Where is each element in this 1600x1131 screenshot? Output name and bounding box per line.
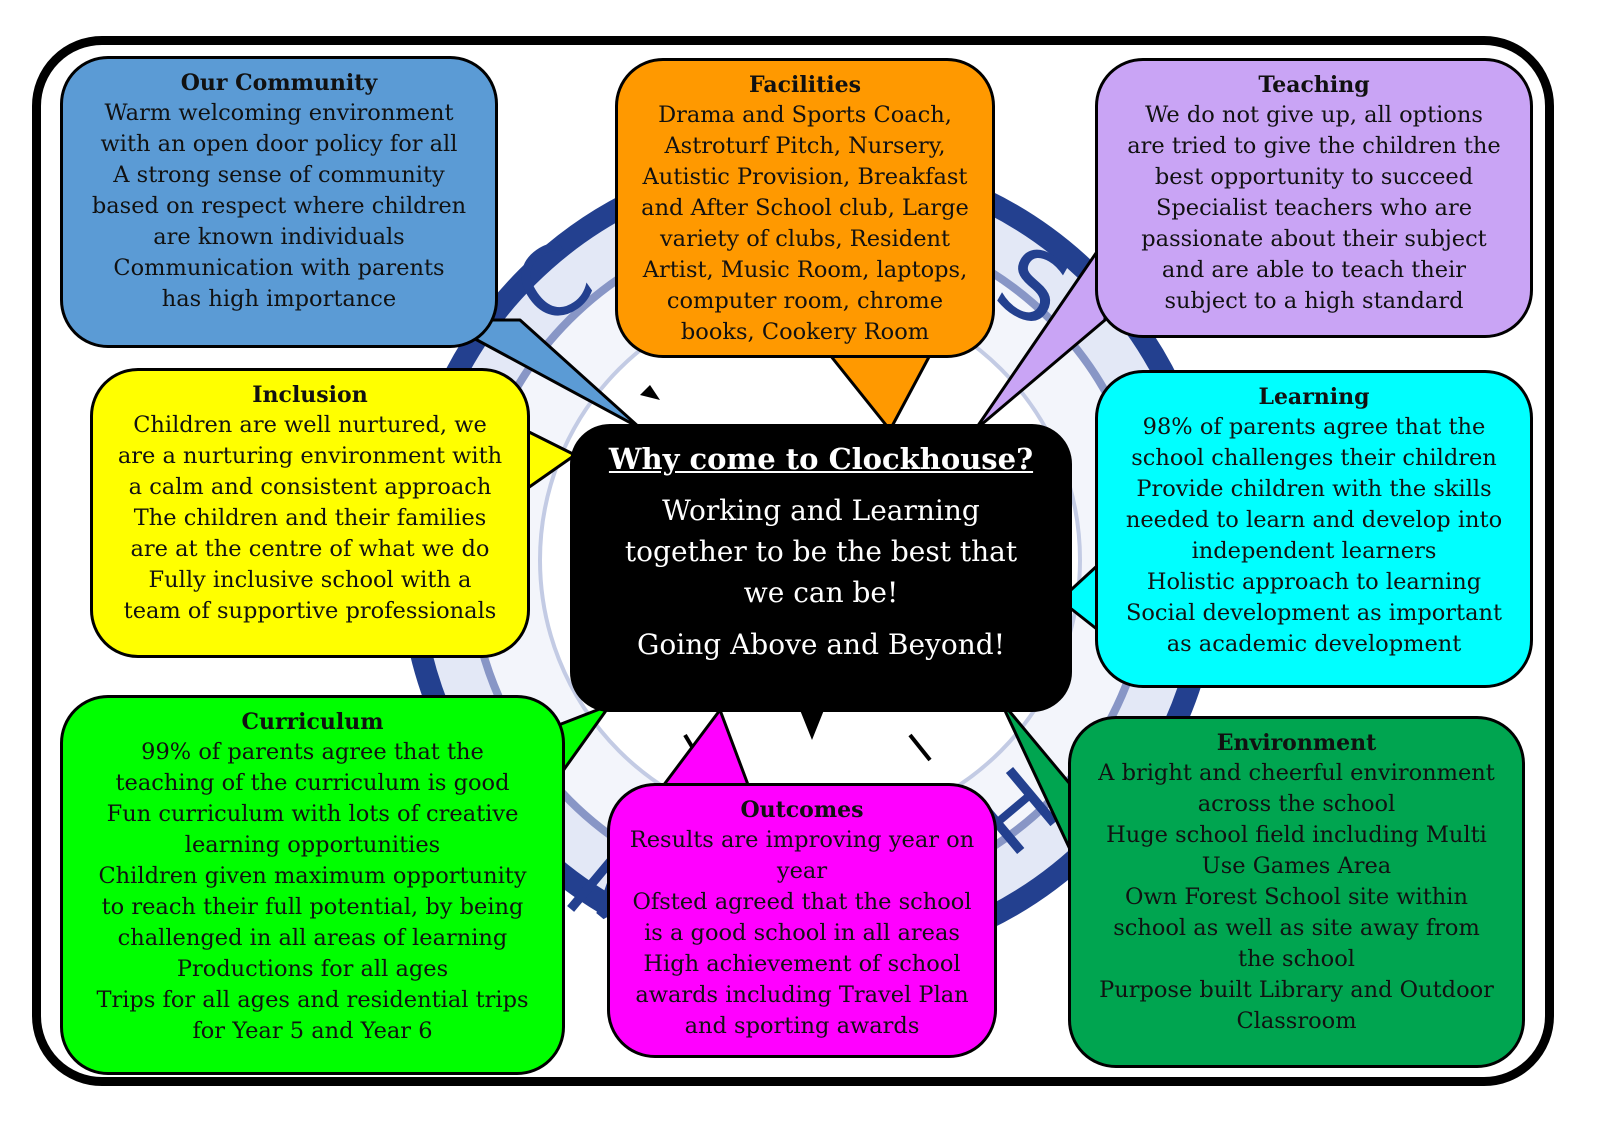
bubble-line: passionate about their subject (1141, 226, 1487, 252)
bubble-line: Huge school field including Multi (1106, 822, 1487, 848)
bubble-line: are tried to give the children the (1127, 133, 1501, 159)
bubble-line: Holistic approach to learning (1146, 569, 1482, 595)
facilities-bubble: Facilities Drama and Sports Coach, Astro… (615, 58, 995, 358)
bubble-title: Our Community (180, 70, 378, 96)
center-box: Why come to Clockhouse? Working and Lear… (570, 424, 1072, 712)
bubble-line: Artist, Music Room, laptops, (642, 257, 968, 283)
bubble-line: teaching of the curriculum is good (115, 770, 510, 796)
bubble-line: computer room, chrome (666, 288, 944, 314)
bubble-line: Results are improving year on (629, 827, 975, 853)
bubble-line: has high importance (161, 286, 397, 312)
bubble-line: the school (1238, 946, 1355, 972)
bubble-line: Fully inclusive school with a (148, 567, 472, 593)
bubble-line: across the school (1197, 791, 1396, 817)
center-motto: Going Above and Beyond! (637, 628, 1005, 661)
bubble-line: school challenges their children (1131, 445, 1497, 471)
bubble-line: Children are well nurtured, we (133, 412, 487, 438)
learning-bubble: Learning 98% of parents agree that the s… (1095, 370, 1533, 688)
bubble-line: Autistic Provision, Breakfast (642, 164, 968, 190)
bubble-line: best opportunity to succeed (1154, 164, 1474, 190)
bubble-line: Trips for all ages and residential trips (96, 987, 529, 1013)
bubble-line: challenged in all areas of learning (117, 925, 508, 951)
bubble-title: Learning (1258, 384, 1370, 410)
bubble-line: The children and their families (133, 505, 487, 531)
bubble-line: needed to learn and develop into (1125, 507, 1503, 533)
bubble-line: a calm and consistent approach (128, 474, 492, 500)
environment-bubble: Environment A bright and cheerful enviro… (1068, 716, 1525, 1068)
bubble-line: Social development as important (1125, 600, 1503, 626)
bubble-line: Own Forest School site within (1125, 884, 1468, 910)
bubble-line: based on respect where children (91, 193, 467, 219)
inclusion-bubble: Inclusion Children are well nurtured, we… (90, 368, 530, 658)
center-line: together to be the best that (624, 535, 1018, 568)
teaching-bubble: Teaching We do not give up, all options … (1095, 58, 1533, 338)
bubble-line: Communication with parents (113, 255, 445, 281)
our-community-bubble: Our Community Warm welcoming environment… (60, 56, 498, 348)
bubble-line: as academic development (1166, 631, 1462, 657)
bubble-line: to reach their full potential, by being (101, 894, 524, 920)
bubble-title: Inclusion (252, 382, 368, 408)
bubble-line: books, Cookery Room (680, 319, 930, 345)
bubble-line: Ofsted agreed that the school (632, 889, 972, 915)
bubble-line: High achievement of school (643, 951, 961, 977)
bubble-line: independent learners (1191, 538, 1437, 564)
bubble-line: is a good school in all areas (644, 920, 960, 946)
bubble-title: Environment (1216, 730, 1377, 756)
bubble-line: Use Games Area (1201, 853, 1392, 879)
bubble-title: Teaching (1258, 72, 1370, 98)
bubble-line: 98% of parents agree that the (1142, 414, 1486, 440)
bubble-line: awards including Travel Plan (635, 982, 969, 1008)
bubble-line: variety of clubs, Resident (659, 226, 951, 252)
bubble-line: and After School club, Large (641, 195, 969, 221)
bubble-line: are at the centre of what we do (130, 536, 490, 562)
center-line: Working and Learning (662, 494, 980, 527)
bubble-line: are a nurturing environment with (117, 443, 503, 469)
curriculum-bubble: Curriculum 99% of parents agree that the… (60, 695, 565, 1075)
bubble-line: Classroom (1236, 1008, 1357, 1034)
bubble-line: year (776, 858, 828, 884)
bubble-line: subject to a high standard (1164, 288, 1464, 314)
center-line: we can be! (743, 576, 899, 609)
bubble-line: A strong sense of community (113, 162, 445, 188)
bubble-line: learning opportunities (184, 832, 441, 858)
bubble-line: Astroturf Pitch, Nursery, (664, 133, 946, 159)
bubble-line: Productions for all ages (176, 956, 449, 982)
bubble-line: 99% of parents agree that the (141, 739, 484, 765)
bubble-line: with an open door policy for all (100, 131, 458, 157)
bubble-line: and sporting awards (684, 1013, 920, 1039)
outcomes-bubble: Outcomes Results are improving year on y… (607, 783, 997, 1058)
bubble-title: Facilities (748, 72, 862, 98)
center-title: Why come to Clockhouse? (608, 442, 1034, 476)
bubble-line: for Year 5 and Year 6 (192, 1018, 433, 1044)
bubble-title: Outcomes (740, 797, 864, 823)
bubble-line: A bright and cheerful environment (1098, 760, 1495, 786)
bubble-line: Provide children with the skills (1136, 476, 1492, 502)
bubble-line: Warm welcoming environment (104, 100, 454, 126)
bubble-line: school as well as site away from (1113, 915, 1480, 941)
bubble-line: Children given maximum opportunity (98, 863, 527, 889)
bubble-title: Curriculum (241, 709, 384, 735)
bubble-line: team of supportive professionals (123, 598, 497, 624)
bubble-line: Specialist teachers who are (1155, 195, 1473, 221)
bubble-line: and are able to teach their (1161, 257, 1467, 283)
bubble-line: We do not give up, all options (1145, 102, 1483, 128)
bubble-line: are known individuals (153, 224, 405, 250)
bubble-line: Purpose built Library and Outdoor (1099, 977, 1494, 1003)
bubble-line: Drama and Sports Coach, (658, 102, 952, 128)
bubble-line: Fun curriculum with lots of creative (106, 801, 519, 827)
